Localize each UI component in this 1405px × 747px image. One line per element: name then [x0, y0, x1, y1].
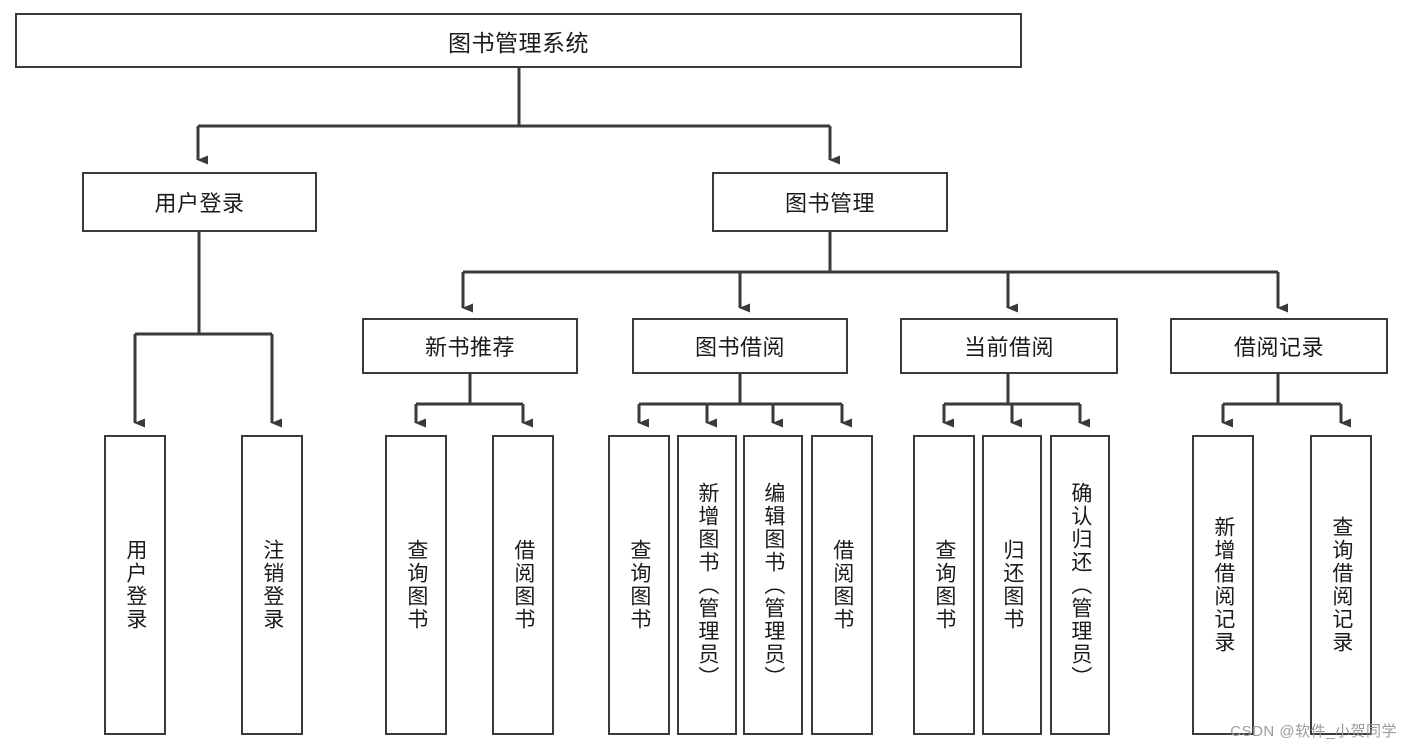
leaf-confirm-return[interactable]: 确认归还（管理员） — [1050, 435, 1110, 735]
node-book-borrow[interactable]: 图书借阅 — [632, 318, 848, 374]
leaf-label: 注销登录 — [260, 539, 284, 631]
leaf-label: 查询图书 — [932, 539, 956, 631]
leaf-query-book-current[interactable]: 查询图书 — [913, 435, 975, 735]
node-book-management[interactable]: 图书管理 — [712, 172, 948, 232]
node-label: 借阅记录 — [1233, 335, 1324, 360]
leaf-borrow-book[interactable]: 借阅图书 — [811, 435, 873, 735]
leaf-label: 借阅图书 — [511, 539, 535, 631]
node-label: 用户登录 — [154, 191, 245, 216]
node-new-book-recommend[interactable]: 新书推荐 — [362, 318, 578, 374]
leaf-label: 查询图书 — [404, 539, 428, 631]
leaf-query-book-borrow[interactable]: 查询图书 — [608, 435, 670, 735]
node-label: 图书借阅 — [694, 335, 785, 360]
node-label: 当前借阅 — [963, 335, 1054, 360]
leaf-edit-book[interactable]: 编辑图书（管理员） — [743, 435, 803, 735]
leaf-borrow-book-recommend[interactable]: 借阅图书 — [492, 435, 554, 735]
leaf-label: 新增图书（管理员） — [695, 481, 719, 689]
leaf-label: 归还图书 — [1000, 539, 1024, 631]
leaf-add-book[interactable]: 新增图书（管理员） — [677, 435, 737, 735]
csdn-watermark: CSDN @软件_小贺同学 — [1230, 723, 1397, 740]
leaf-query-borrow-record[interactable]: 查询借阅记录 — [1310, 435, 1372, 735]
leaf-return-book[interactable]: 归还图书 — [982, 435, 1042, 735]
leaf-label: 编辑图书（管理员） — [761, 481, 785, 689]
leaf-logout[interactable]: 注销登录 — [241, 435, 303, 735]
node-root-book-management-system[interactable]: 图书管理系统 — [15, 13, 1022, 68]
leaf-label: 用户登录 — [123, 539, 147, 631]
leaf-user-login[interactable]: 用户登录 — [104, 435, 166, 735]
leaf-query-book-recommend[interactable]: 查询图书 — [385, 435, 447, 735]
node-current-borrow[interactable]: 当前借阅 — [900, 318, 1118, 374]
node-label: 新书推荐 — [424, 335, 515, 360]
leaf-label: 查询图书 — [627, 539, 651, 631]
node-label: 图书管理系统 — [448, 29, 589, 56]
leaf-label: 确认归还（管理员） — [1068, 481, 1092, 689]
leaf-label: 查询借阅记录 — [1329, 516, 1353, 654]
leaf-label: 新增借阅记录 — [1211, 516, 1235, 654]
leaf-add-borrow-record[interactable]: 新增借阅记录 — [1192, 435, 1254, 735]
node-user-login[interactable]: 用户登录 — [82, 172, 317, 232]
node-label: 图书管理 — [784, 191, 875, 216]
leaf-label: 借阅图书 — [830, 539, 854, 631]
node-borrow-record[interactable]: 借阅记录 — [1170, 318, 1388, 374]
